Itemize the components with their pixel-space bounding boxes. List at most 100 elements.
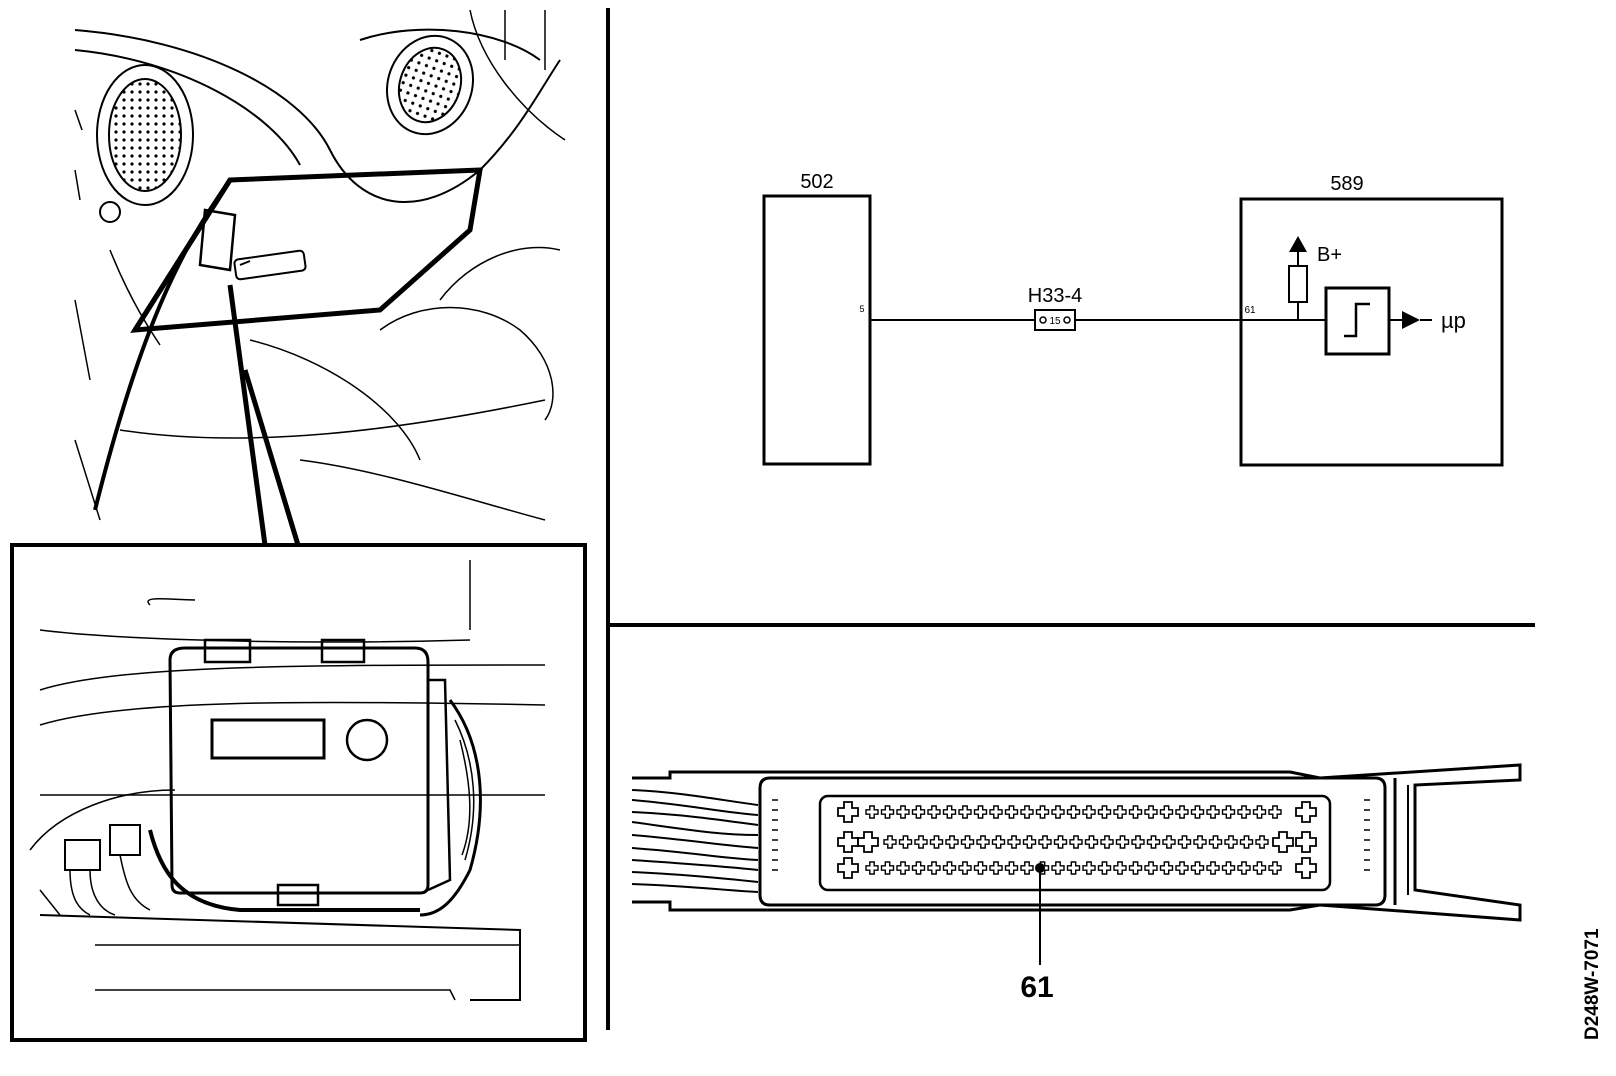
connector-cavity [911,861,926,875]
connector-cavity [942,805,957,819]
connector-cavity [896,805,910,819]
connector-cavity [1144,861,1158,875]
connector-cavity [945,835,959,849]
schematic: 502 5 589 15 H33-4 61 B+ µp [762,171,1504,467]
connector-cavity [1066,805,1081,819]
connector-cavity [1252,861,1267,875]
connector-cavity [1035,805,1050,819]
schmitt-trigger-icon [1344,302,1370,338]
connector-cavity-large [837,857,859,879]
connector-cavity [973,805,988,819]
connector-cavity [989,861,1003,875]
connector-right-pin-icon [1063,316,1071,324]
component-589-box [1239,197,1504,467]
figure-id: D248W-7071 [1582,928,1603,1040]
dashboard-illustration [74,9,566,546]
connector-cavity [1020,861,1034,875]
connector-cavity [865,861,879,875]
connector-cavity [929,835,944,849]
connector-cavity [1007,835,1021,849]
connector-cavity [880,861,895,875]
connector-cavity [942,861,957,875]
harness-wires [631,789,759,893]
connector-pin-grid [837,801,1317,879]
connector-cavity [1159,861,1174,875]
connector-cavity [1144,805,1158,819]
connector-cavity [914,835,928,849]
pin-61-callout: 61 [1020,971,1053,1004]
connector-cavity-large [1295,857,1317,879]
connector-cavity [1051,805,1065,819]
connector-cavity [1221,861,1236,875]
connector-cavity [883,835,897,849]
connector-cavity [1237,805,1251,819]
connector-cavity [973,861,988,875]
connector-cavity-large [837,801,859,823]
connector-cavity [1268,805,1282,819]
connector-cavity [927,805,941,819]
connector-cavity [1252,805,1267,819]
connector-cavity [1175,805,1189,819]
connector-cavity [1224,835,1238,849]
supply-label: B+ [1317,244,1342,266]
connector-cavity [1066,861,1081,875]
connector-cavity-large [1295,801,1317,823]
connector-cavity [1113,861,1127,875]
connector-cavity [1128,805,1143,819]
connector-cavity [958,861,972,875]
connector-cavity [1255,835,1269,849]
connector-cavity [1004,861,1019,875]
connector-cavity [958,805,972,819]
component-502-box [762,194,872,466]
connector-cavity [1084,835,1099,849]
connector-cavity [865,805,879,819]
connector-cavity [1239,835,1254,849]
connector-cavity [1082,805,1096,819]
connector-cavity [989,805,1003,819]
component-502-label: 502 [800,171,833,193]
connector-cavity [911,805,926,819]
connector-cavity [960,835,975,849]
connector-cavity [1206,805,1220,819]
connector-cavity [1146,835,1161,849]
connector-cavity [1051,861,1065,875]
connector-cavity [976,835,990,849]
connector-cavity [1038,835,1052,849]
pullup-resistor [1288,265,1308,303]
connector-cavity [1069,835,1083,849]
connector-cavity [1162,835,1176,849]
connector-cavity [1115,835,1130,849]
connector-cavity [1190,805,1205,819]
connector-cavity [1268,861,1282,875]
connector-cavity [1221,805,1236,819]
pin-61-label: 61 [1244,305,1256,316]
connector-cavity [1097,805,1112,819]
connector-cavity [1193,835,1207,849]
connector-cavity-large [1272,831,1294,853]
control-module-detail [29,560,546,1001]
connector-cavity [1237,861,1251,875]
connector-cavity [1175,861,1189,875]
supply-arrow-icon [1289,236,1307,252]
connector-view [631,763,1522,965]
connector-cavity [1190,861,1205,875]
connector-cavity [1131,835,1145,849]
connector-cavity [1206,861,1220,875]
connector-h33-4 [1034,309,1076,331]
connector-cavity [1053,835,1068,849]
output-label: µp [1441,308,1466,333]
connector-cavity-large [837,831,859,853]
connector-cavity [1159,805,1174,819]
schmitt-trigger-box [1324,286,1391,356]
connector-cavity [1177,835,1192,849]
connector-cavity [1022,835,1037,849]
connector-left-pin-icon [1039,316,1047,324]
connector-pin-15-label: 15 [1049,316,1061,327]
connector-cavity [1100,835,1114,849]
connector-cavity [896,861,910,875]
connector-h33-4-label: H33-4 [1028,285,1082,307]
connector-cavity [1113,805,1127,819]
connector-cavity [1208,835,1223,849]
connector-cavity [927,861,941,875]
